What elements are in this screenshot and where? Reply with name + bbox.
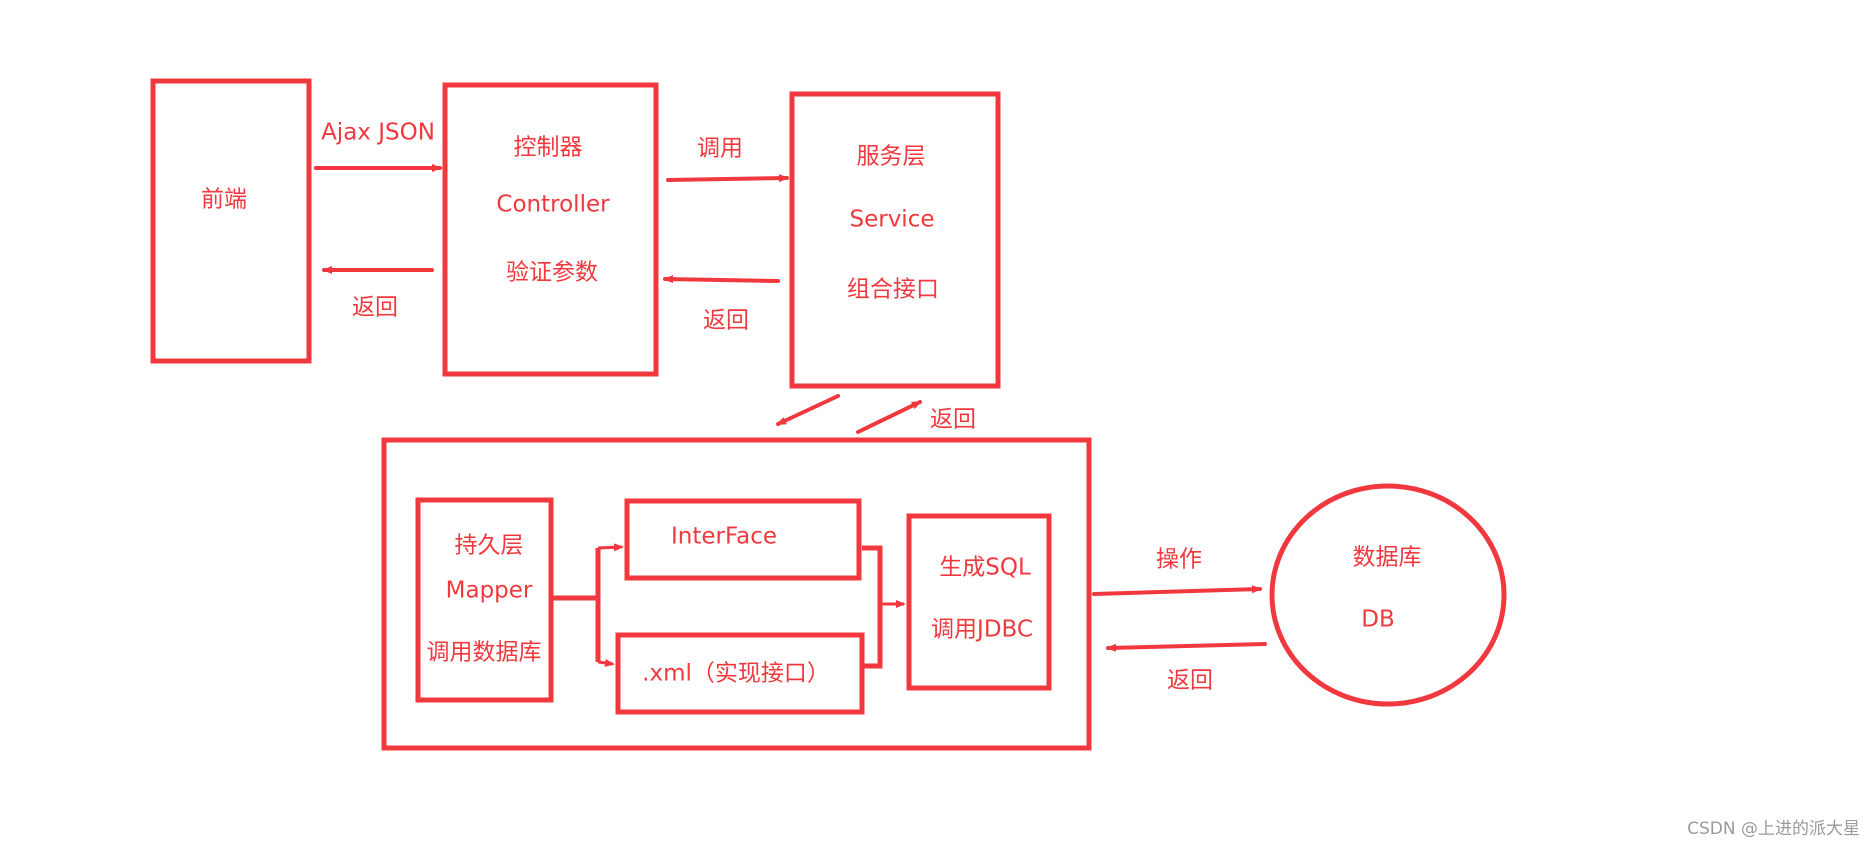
return-label-2: 返回	[703, 307, 749, 334]
controller-title: 控制器	[513, 134, 583, 161]
interface-box	[624, 498, 862, 581]
frontend-label: 前端	[201, 186, 247, 213]
arrow-service-to-persistence	[776, 394, 840, 426]
arrow-from-database	[1106, 642, 1267, 652]
controller-box	[442, 82, 659, 377]
arrow-controller-to-service	[666, 174, 789, 183]
arrow-service-to-controller	[663, 275, 780, 284]
return-label-1: 返回	[352, 294, 398, 321]
connector-to-interface	[597, 543, 624, 552]
watermark: CSDN @上进的派大星	[1687, 819, 1860, 839]
persistence-title: 持久层	[454, 532, 524, 559]
interface-label: InterFace	[671, 523, 777, 550]
return-label-4: 返回	[1167, 667, 1213, 694]
database-name: DB	[1361, 606, 1395, 633]
persistence-name: Mapper	[445, 577, 533, 604]
persistence-desc: 调用数据库	[426, 639, 542, 666]
ajax-json-label: Ajax JSON	[321, 119, 435, 146]
xml-label: .xml（实现接口）	[642, 660, 830, 687]
persistence-container	[381, 437, 1092, 751]
database-title: 数据库	[1352, 544, 1422, 571]
sql-title: 生成SQL	[939, 554, 1031, 581]
service-title: 服务层	[856, 143, 926, 170]
xml-box	[615, 632, 865, 715]
operate-label: 操作	[1156, 546, 1202, 573]
connector-to-xml	[597, 658, 615, 667]
arrow-to-database	[1092, 585, 1262, 596]
call-label: 调用	[697, 135, 743, 162]
return-label-3: 返回	[930, 406, 976, 433]
controller-desc: 验证参数	[506, 259, 598, 286]
database-circle	[1269, 483, 1507, 707]
sql-desc: 调用JDBC	[931, 616, 1033, 643]
connector-interface-to-merge	[862, 545, 883, 669]
sql-box	[906, 513, 1052, 691]
controller-name: Controller	[496, 191, 610, 218]
mapper-box	[415, 497, 554, 703]
service-desc: 组合接口	[847, 276, 939, 303]
arrow-persistence-to-service	[856, 400, 922, 434]
frontend-box	[150, 78, 312, 364]
service-box	[789, 91, 1001, 389]
service-name: Service	[849, 206, 935, 233]
